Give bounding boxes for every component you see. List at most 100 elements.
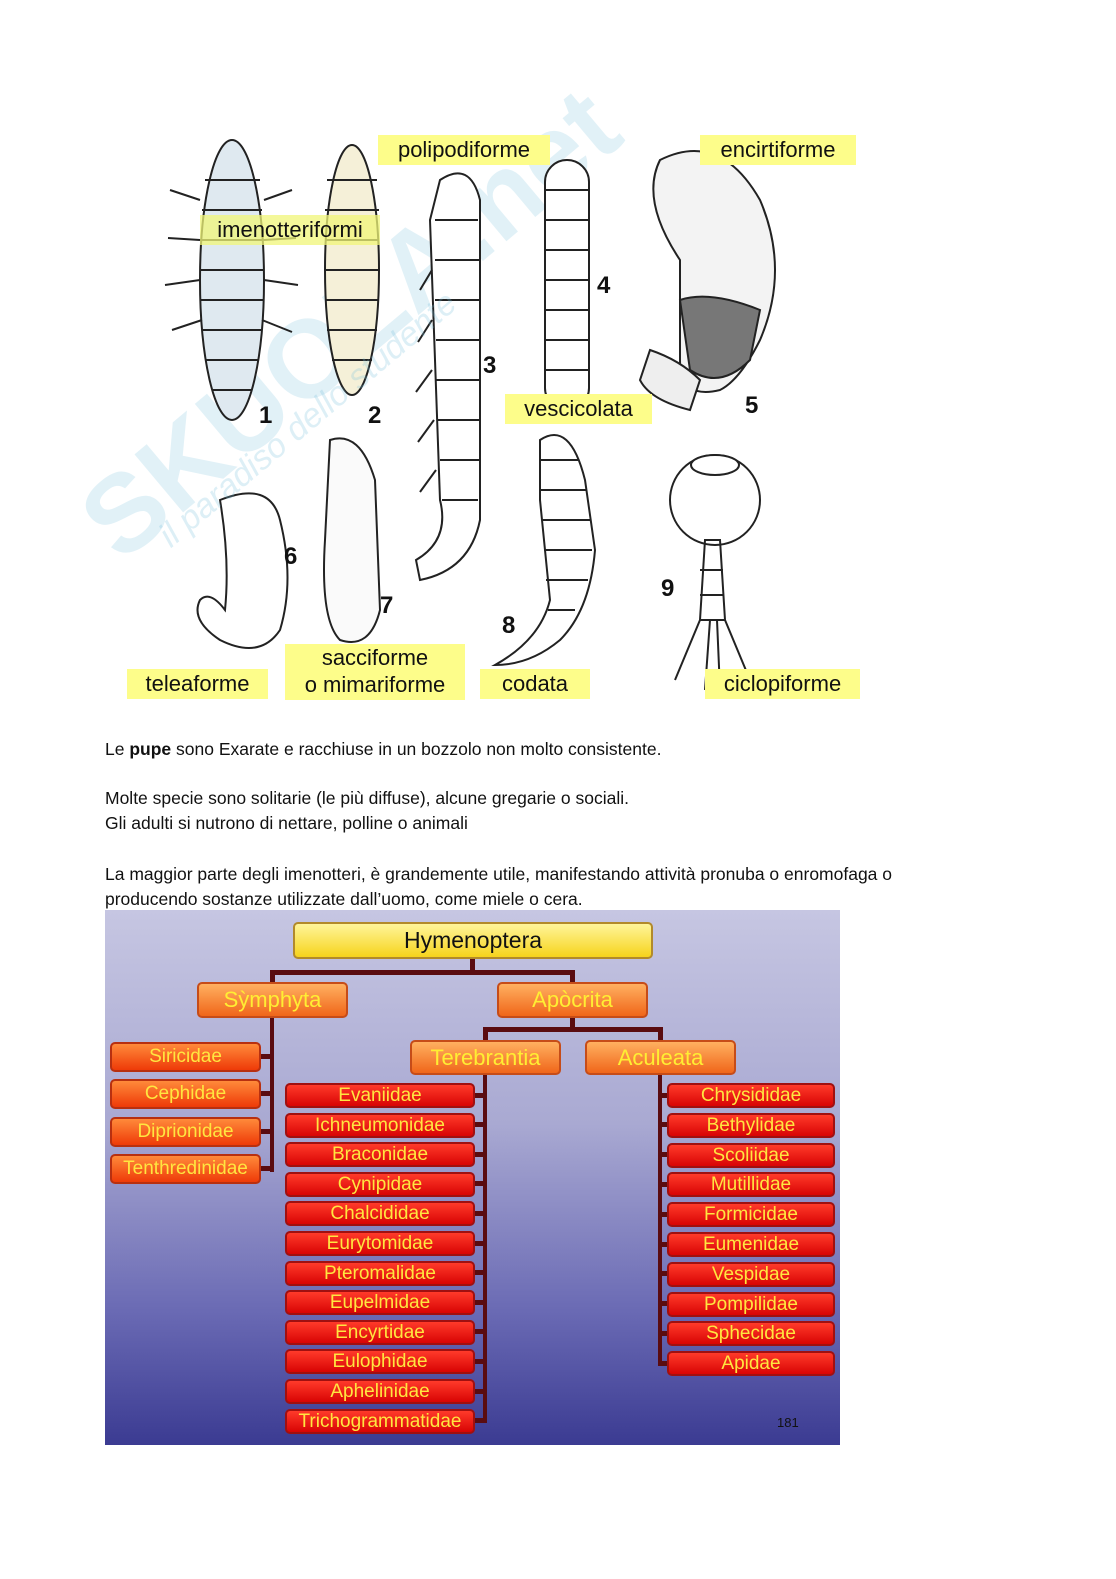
family-node: Cynipidae [285,1171,475,1197]
node-terebrantia: Terebrantia [410,1040,561,1075]
family-node: Aphelinidae [285,1379,475,1404]
hymenoptera-tree: Hymenoptera Sỳmphyta Apòcrita Terebranti… [105,910,840,1445]
connector [483,1075,487,1423]
figure-number-1: 1 [259,402,273,429]
node-apocrita: Apòcrita [497,982,648,1018]
connector-tick [475,1329,487,1335]
connector [270,970,575,975]
figure-number-2: 2 [368,402,382,429]
paragraph-solitarie: Molte specie sono solitarie (le più diff… [105,786,629,836]
label-codata: codata [480,669,590,699]
bold-term: pupe [129,739,172,759]
node-hymenoptera: Hymenoptera [293,922,653,959]
label-polipodiforme: polipodiforme [378,135,550,165]
text-line: producendo sostanze utilizzate dall’uomo… [105,889,583,909]
family-node: Eulophidae [285,1349,475,1375]
connector-tick [475,1418,487,1424]
connector-tick [658,1241,671,1247]
connector-tick [475,1270,487,1276]
family-node: Braconidae [285,1142,475,1168]
family-node: Chrysididae [667,1083,835,1108]
connector-tick [475,1092,487,1098]
family-node: Cephidae [110,1079,261,1110]
connector [570,1017,575,1031]
family-node: Pompilidae [667,1291,835,1317]
connector-tick [475,1181,487,1187]
family-node: Vespidae [667,1261,835,1287]
paragraph-utilita: La maggior parte degli imenotteri, è gra… [105,862,892,912]
family-node: Eurytomidae [285,1231,475,1256]
label-vescicolata: vescicolata [505,394,652,424]
family-node: Pteromalidae [285,1260,475,1286]
family-node: Bethylidae [667,1112,835,1138]
connector-tick [261,1165,274,1171]
connector [483,1027,488,1041]
figure-number-7: 7 [380,592,394,619]
connector-tick [658,1211,671,1217]
connector-tick [475,1358,487,1364]
family-node: Apidae [667,1351,835,1377]
connector [470,958,475,974]
connector-tick [475,1299,487,1305]
connector-tick [475,1151,487,1157]
family-node: Trichogrammatidae [285,1408,475,1434]
text-line: Gli adulti si nutrono di nettare, pollin… [105,813,468,833]
connector [658,1075,662,1363]
label-sacciforme-line1: sacciforme [321,645,429,670]
connector-tick [658,1092,671,1098]
family-node: Evaniidae [285,1083,475,1108]
text-fragment: sono Exarate e racchiuse in un bozzolo n… [171,739,662,759]
connector-tick [261,1128,274,1134]
connector-tick [475,1122,487,1128]
connector [270,970,275,984]
figure-number-6: 6 [284,543,298,570]
family-node: Diprionidae [110,1116,261,1147]
label-sacciforme: sacciforme o mimariforme [285,644,465,700]
text-line: Molte specie sono solitarie (le più diff… [105,788,629,808]
family-node: Ichneumonidae [285,1112,475,1138]
label-sacciforme-line2: o mimariforme [304,672,446,697]
slide-number: 181 [777,1415,799,1430]
family-node: Eumenidae [667,1232,835,1257]
connector-tick [658,1360,671,1366]
figure-number-5: 5 [745,392,759,419]
connector [570,970,575,984]
connector-tick [261,1054,274,1059]
family-node: Eupelmidae [285,1290,475,1316]
text-line: La maggior parte degli imenotteri, è gra… [105,864,893,884]
family-node: Chalcididae [285,1201,475,1227]
larva-1-drawing [164,139,299,421]
paragraph-pupe: Le pupe sono Exarate e racchiuse in un b… [105,737,661,762]
family-node: Scoliidae [667,1142,835,1168]
connector-tick [261,1091,274,1097]
figure-number-9: 9 [661,575,675,602]
family-node: Mutillidae [667,1172,835,1198]
label-teleaforme: teleaforme [127,669,268,699]
connector-tick [658,1152,671,1158]
label-ciclopiforme: ciclopiforme [705,669,860,699]
connector [483,1027,663,1032]
connector-tick [658,1301,671,1307]
larvae-illustration [164,139,776,691]
figure-number-4: 4 [597,272,611,299]
node-symphyta: Sỳmphyta [197,982,348,1018]
label-encirtiforme: encirtiforme [700,135,856,165]
node-aculeata: Aculeata [585,1040,736,1075]
connector-tick [658,1181,671,1187]
connector-tick [475,1388,487,1394]
figure-number-8: 8 [502,612,516,639]
family-node: Sphecidae [667,1321,835,1347]
connector-tick [658,1122,671,1128]
connector-tick [658,1271,671,1277]
family-node: Encyrtidae [285,1319,475,1345]
figure-number-3: 3 [483,352,497,379]
text-fragment: Le [105,739,130,759]
family-node: Siricidae [110,1042,261,1072]
family-node: Formicidae [667,1202,835,1228]
connector-tick [475,1210,487,1216]
connector [658,1027,663,1041]
family-node: Tenthredinidae [110,1153,261,1184]
connector-tick [658,1330,671,1336]
connector-tick [475,1240,487,1246]
label-imenotteriformi: imenotteriformi [200,215,380,245]
